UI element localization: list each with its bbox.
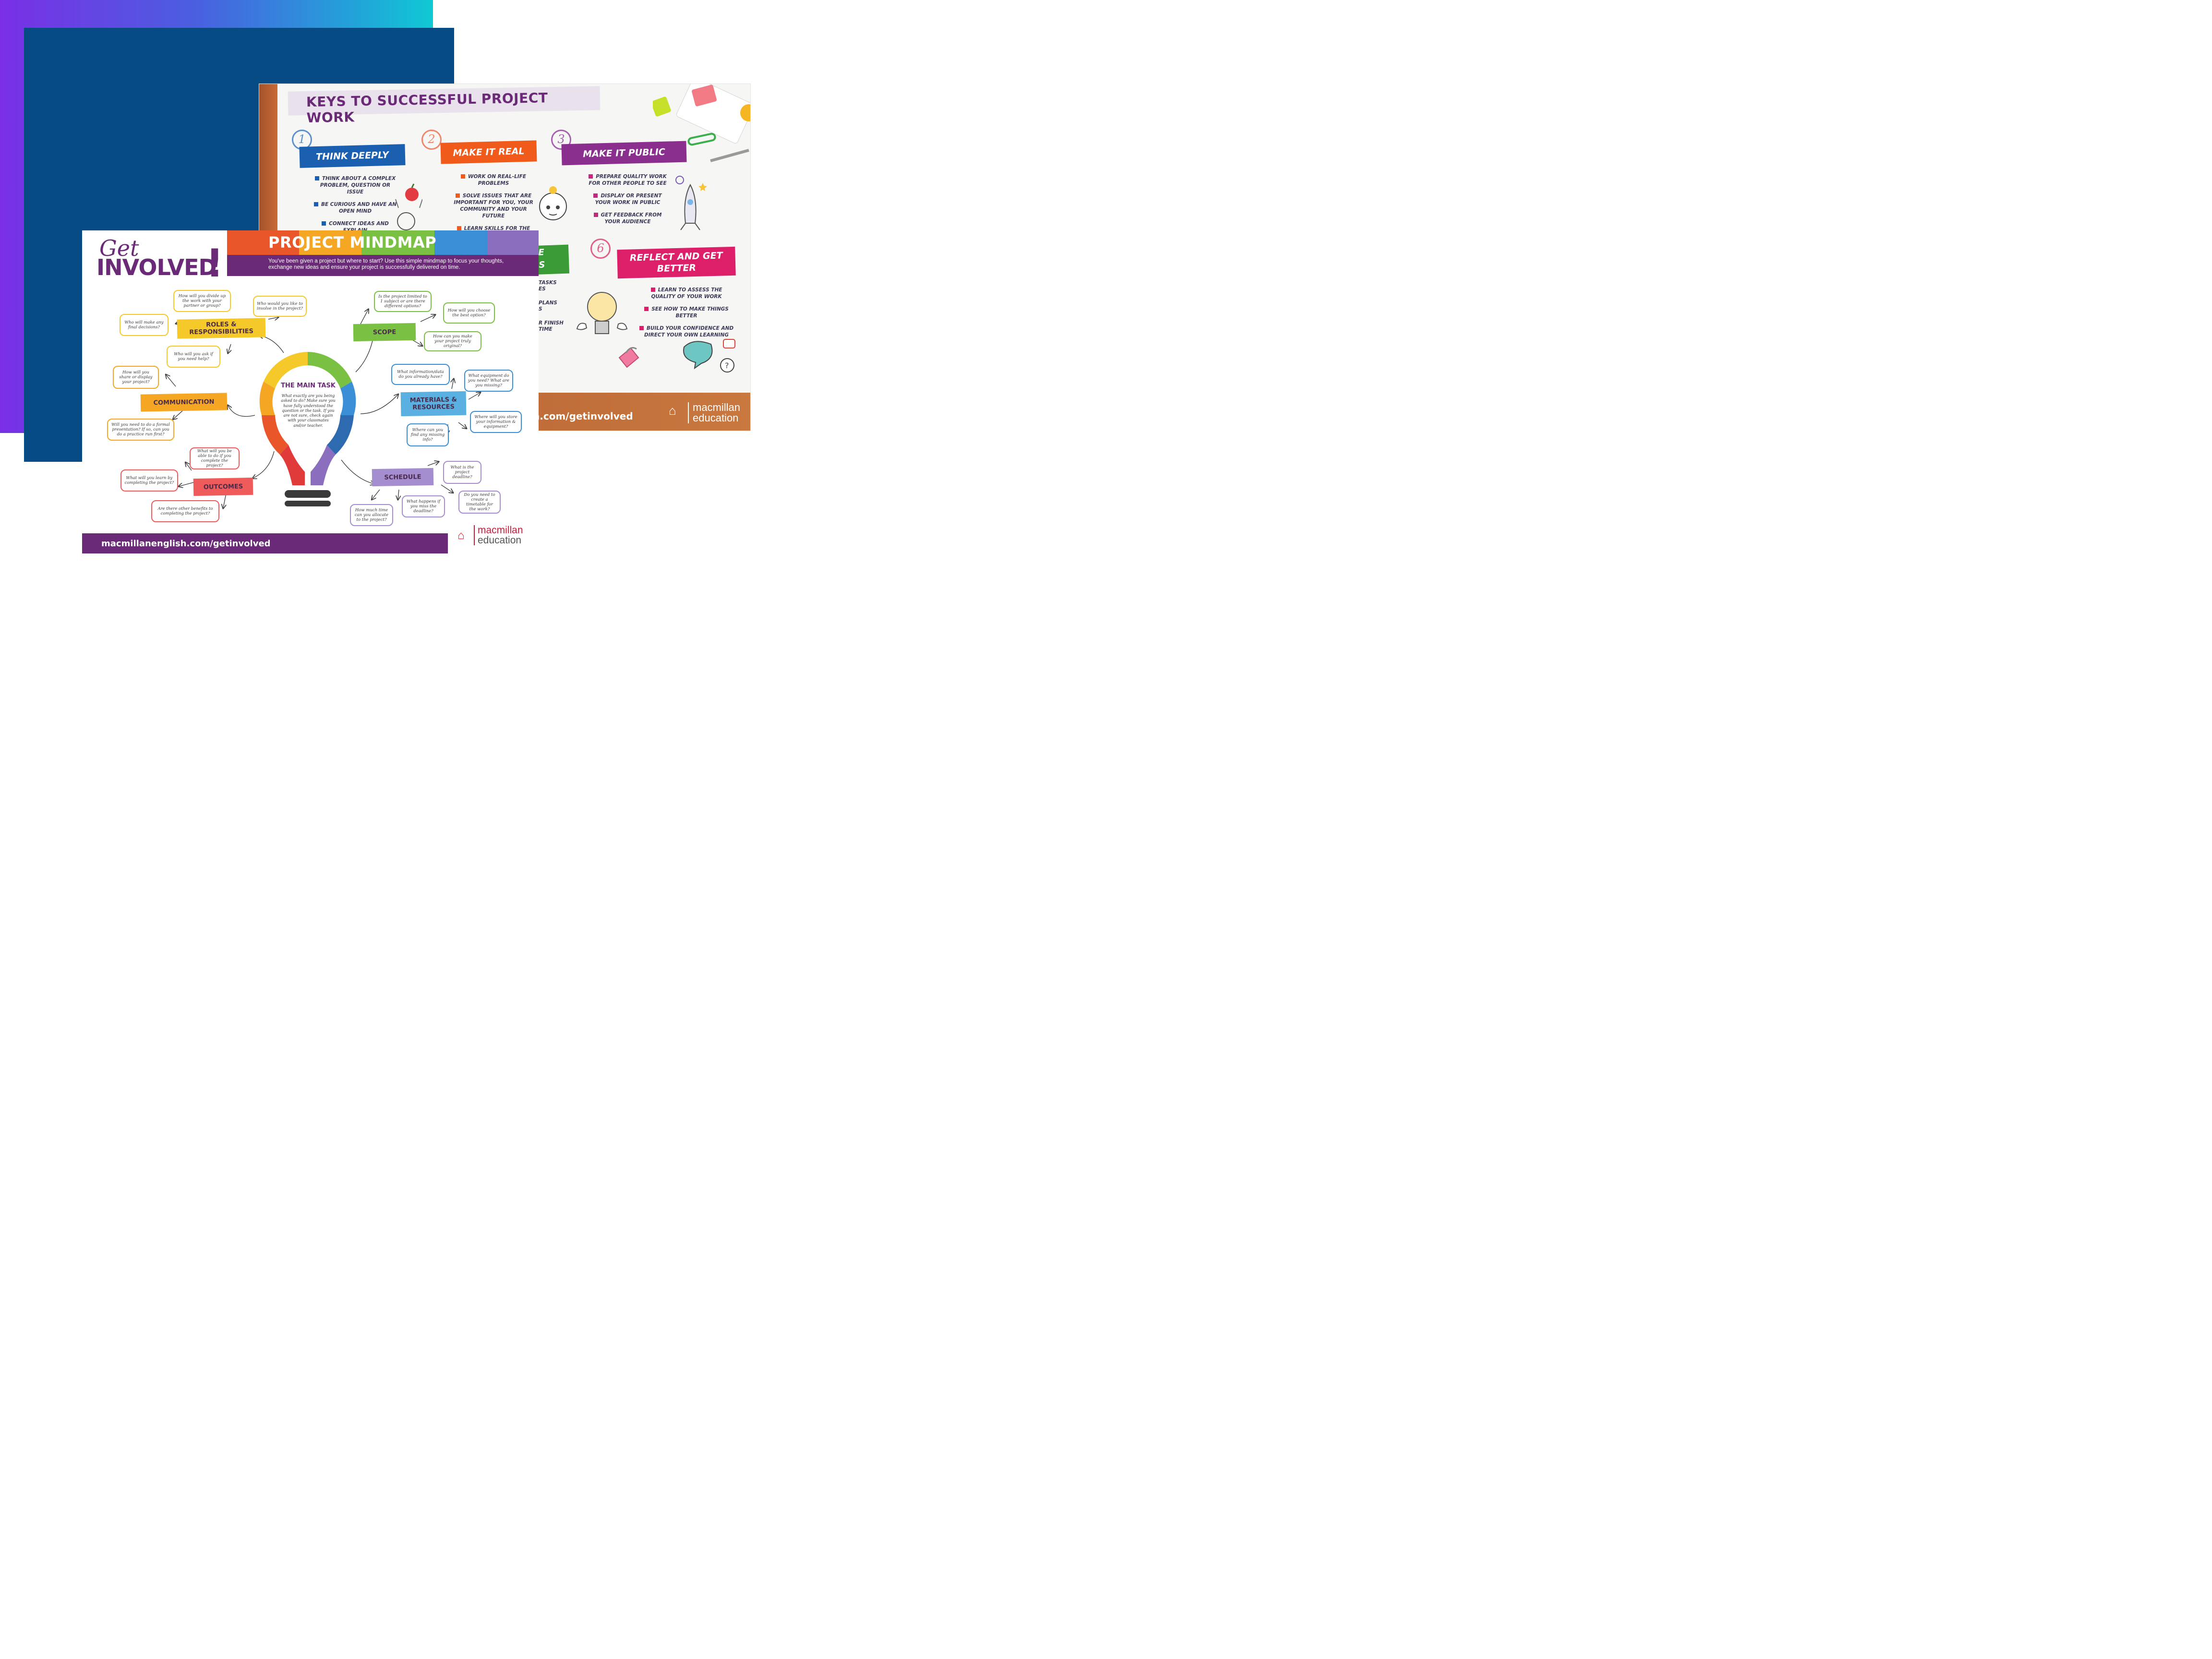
color-stripes bbox=[227, 230, 539, 255]
mindmap-subtitle: You've been given a project but where to… bbox=[268, 258, 504, 270]
macmillan-logo-icon: ⌂ bbox=[457, 529, 465, 542]
section-heading-make-it-real: MAKE IT REAL bbox=[440, 140, 537, 164]
section-bullets-reflect: LEARN TO ASSESS THE QUALITY OF YOUR WORK… bbox=[638, 287, 734, 344]
bullet: GET FEEDBACK FROM YOUR AUDIENCE bbox=[601, 212, 662, 225]
stripe bbox=[487, 230, 539, 255]
question-box: Will you need to do a formal presentatio… bbox=[107, 419, 174, 441]
partial-bullets: TASKS ES PLANS S R FINISH TIME bbox=[539, 280, 564, 333]
question-box: How much time can you allocate to the pr… bbox=[350, 504, 393, 526]
stripe bbox=[299, 230, 361, 255]
partial-line: R FINISH bbox=[539, 320, 564, 326]
question-box: What information/data do you already hav… bbox=[391, 364, 450, 385]
question-box: What is the project deadline? bbox=[443, 461, 481, 484]
section-bullets-make-it-public: PREPARE QUALITY WORK FOR OTHER PEOPLE TO… bbox=[586, 173, 670, 231]
category-roles: ROLES & RESPONSIBILITIES bbox=[177, 318, 266, 339]
stripe bbox=[227, 230, 299, 255]
bullet: DISPLAY OR PRESENT YOUR WORK IN PUBLIC bbox=[595, 193, 662, 205]
logo-line: education bbox=[478, 535, 522, 546]
logo-line: macmillan bbox=[693, 401, 741, 413]
question-box: Who will make any final decisions? bbox=[120, 314, 168, 336]
bullet: BUILD YOUR CONFIDENCE AND DIRECT YOUR OW… bbox=[644, 325, 734, 338]
bullet: LEARN TO ASSESS THE QUALITY OF YOUR WORK bbox=[651, 287, 722, 300]
keys-url: h.com/getinvolved bbox=[533, 410, 633, 422]
macmillan-logo-icon: ⌂ bbox=[669, 403, 676, 418]
svg-text:?: ? bbox=[725, 361, 729, 370]
question-box: What will you be able to do if you compl… bbox=[190, 447, 240, 469]
logo-line: macmillan bbox=[478, 525, 523, 536]
question-box: What equipment do you need? What are you… bbox=[464, 370, 513, 392]
keys-title: KEYS TO SUCCESSFUL PROJECT WORK bbox=[306, 90, 548, 126]
partial-line: S bbox=[539, 306, 542, 312]
lightbulb-icon bbox=[259, 352, 356, 506]
question-box: What happens if you miss the deadline? bbox=[402, 495, 445, 517]
bullet: WORK ON REAL-LIFE PROBLEMS bbox=[468, 174, 527, 186]
question-box: How will you divide up the work with you… bbox=[173, 290, 231, 312]
speech-bubbles-icon: ? bbox=[683, 339, 735, 373]
logo-line: education bbox=[693, 412, 739, 424]
question-box: How will you share or display your proje… bbox=[113, 366, 159, 389]
question-box: Do you need to create a timetable for th… bbox=[458, 491, 501, 514]
section-heading-reflect: REFLECT AND GET BETTER bbox=[617, 246, 736, 279]
section-heading-think-deeply: THINK DEEPLY bbox=[299, 144, 406, 168]
bullet: THINK ABOUT A COMPLEX PROBLEM, QUESTION … bbox=[320, 176, 396, 195]
question-box: Who will you ask if you need help? bbox=[167, 346, 220, 368]
partial-line: TASKS bbox=[539, 280, 557, 286]
question-box: Is the project limited to 1 subject or a… bbox=[374, 291, 432, 312]
category-materials: MATERIALS & RESOURCES bbox=[400, 391, 467, 417]
category-scope: SCOPE bbox=[353, 323, 416, 342]
keys-title-banner: KEYS TO SUCCESSFUL PROJECT WORK bbox=[288, 86, 601, 126]
apple-thinker-icon bbox=[395, 183, 422, 230]
category-communication: COMMUNICATION bbox=[140, 393, 228, 412]
mindmap-poster: Get INVOLVED ! PROJECT MINDMAP You've be… bbox=[82, 230, 539, 553]
question-box: How can you make your project truly orig… bbox=[424, 331, 481, 351]
rocket-icon bbox=[675, 176, 707, 230]
brand-get: Get bbox=[99, 235, 139, 261]
question-box: What will you learn by completing the pr… bbox=[120, 469, 178, 492]
mindmap-subtitle-bar: You've been given a project but where to… bbox=[227, 255, 539, 276]
category-schedule: SCHEDULE bbox=[372, 468, 434, 487]
promo-graphic: KEYS TO SUCCESSFUL PROJECT WORK 1 THINK … bbox=[0, 0, 750, 563]
partial-line: TIME bbox=[539, 326, 553, 332]
lightbulb-wings-icon bbox=[576, 292, 628, 334]
section-number-2: 2 bbox=[421, 130, 442, 150]
bullet: PREPARE QUALITY WORK FOR OTHER PEOPLE TO… bbox=[589, 174, 667, 186]
question-box: Who would you like to involve in the pro… bbox=[253, 296, 307, 317]
question-box: Where will you store your information & … bbox=[470, 411, 522, 433]
question-box: Are there other benefits to completing t… bbox=[151, 500, 219, 522]
bullet: SEE HOW TO MAKE THINGS BETTER bbox=[651, 306, 729, 319]
category-outcomes: OUTCOMES bbox=[193, 477, 253, 496]
question-box: Where can you find any missing info? bbox=[407, 423, 449, 446]
bullet: SOLVE ISSUES THAT ARE IMPORTANT FOR YOU,… bbox=[454, 193, 533, 219]
main-task-title: THE MAIN TASK bbox=[281, 382, 336, 389]
partial-heading-line: E bbox=[538, 247, 545, 258]
footer-url: macmillanenglish.com/getinvolved bbox=[101, 539, 271, 549]
section-bullets-think-deeply: THINK ABOUT A COMPLEX PROBLEM, QUESTION … bbox=[312, 175, 398, 240]
partial-heading-line: S bbox=[539, 260, 545, 270]
brand-exclamation: ! bbox=[206, 241, 224, 286]
binder-clip-icon bbox=[618, 347, 639, 368]
thinking-head-icon bbox=[539, 186, 567, 220]
stationery-illustration bbox=[653, 84, 750, 162]
stripe bbox=[361, 230, 434, 255]
section-number-6: 6 bbox=[590, 239, 611, 259]
main-task-text: What exactly are you being asked to do? … bbox=[281, 394, 336, 428]
stripe bbox=[434, 230, 487, 255]
partial-line: PLANS bbox=[539, 300, 557, 306]
question-box: How will you choose the best option? bbox=[443, 302, 495, 324]
bullet: BE CURIOUS AND HAVE AN OPEN MIND bbox=[321, 202, 397, 214]
brand-involved: INVOLVED bbox=[96, 254, 217, 280]
section-number-3: 3 bbox=[551, 130, 571, 150]
mindmap-title: PROJECT MINDMAP bbox=[268, 233, 437, 252]
partial-line: ES bbox=[539, 286, 546, 292]
footer-bar: macmillanenglish.com/getinvolved bbox=[82, 533, 448, 553]
